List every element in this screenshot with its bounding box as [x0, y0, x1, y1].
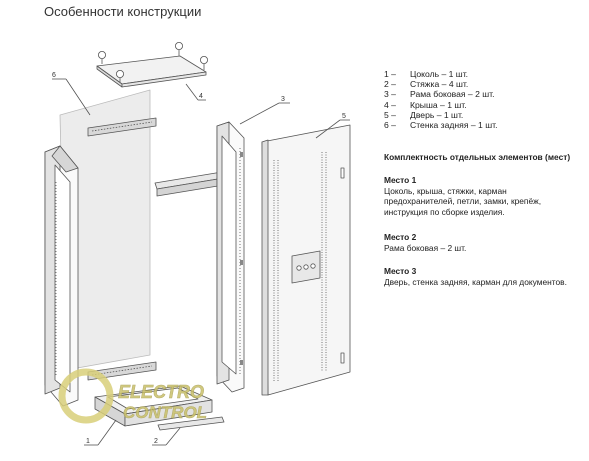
svg-text:CONTROL: CONTROL: [123, 403, 207, 422]
place-1-block: Место 1 Цоколь, крыша, стяжки, карман пр…: [384, 175, 541, 217]
legend-item: 2 –Стяжка – 4 шт.: [384, 79, 469, 90]
place-1-line: предохранителей, петли, замки, крепёж,: [384, 196, 542, 207]
legend-item: 6 –Стенка задняя – 1 шт.: [384, 120, 498, 131]
left-side-frame: [44, 145, 79, 407]
place-3-heading: Место 3: [384, 266, 417, 276]
place-3-line: Дверь, стенка задняя, карман для докумен…: [384, 276, 567, 287]
place-3-block: Место 3 Дверь, стенка задняя, карман для…: [384, 266, 567, 287]
place-1-heading: Место 1: [384, 175, 417, 185]
place-2-block: Место 2 Рама боковая – 2 шт.: [384, 232, 466, 253]
roof-part: [96, 42, 208, 88]
callout-3: 3: [281, 96, 285, 103]
callout-2: 2: [154, 438, 158, 445]
place-1-line: инструкция по сборке изделия.: [384, 206, 505, 217]
svg-text:ELECTRO: ELECTRO: [118, 382, 204, 402]
callout-4: 4: [199, 93, 203, 100]
back-wall-part: [59, 89, 157, 381]
callout-1: 1: [86, 438, 90, 445]
legend-item: 1 –Цоколь – 1 шт.: [384, 69, 469, 79]
electrocontrol-watermark-logo: ELECTRO CONTROL: [58, 368, 207, 424]
place-2-heading: Место 2: [384, 232, 417, 242]
kit-title: Комплектность отдельных элементов (мест): [384, 152, 571, 162]
place-1-line: Цоколь, крыша, стяжки, карман: [384, 185, 507, 196]
place-2-line: Рама боковая – 2 шт.: [384, 242, 467, 253]
page-title: Особенности конструкции: [44, 4, 202, 19]
tie-bar-bottom-part: [157, 416, 225, 431]
callout-6: 6: [52, 72, 56, 79]
door-part: [261, 124, 351, 396]
legend-item: 5 –Дверь – 1 шт.: [384, 109, 464, 120]
plinth-part: [94, 385, 213, 427]
callout-5: 5: [342, 113, 346, 120]
right-side-frame: [216, 121, 245, 393]
tie-bar-part: [154, 170, 231, 197]
legend-item: 3 –Рама боковая – 2 шт.: [384, 89, 495, 100]
parts-legend: 1 –Цоколь – 1 шт. 2 –Стяжка – 4 шт. 3 –Р…: [384, 69, 497, 130]
legend-item: 4 –Крыша – 1 шт.: [384, 99, 467, 110]
